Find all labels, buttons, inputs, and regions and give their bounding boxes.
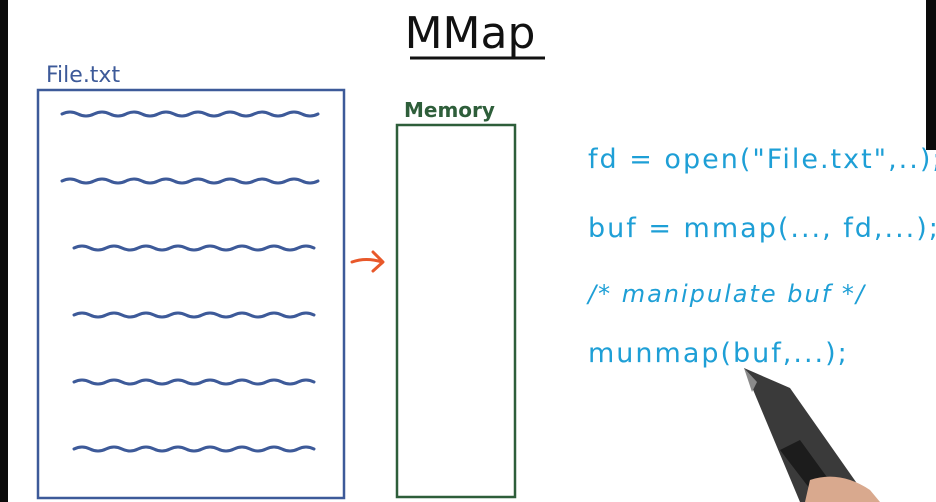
file-content-line xyxy=(72,311,316,319)
code-line-open: fd = open("File.txt",..); xyxy=(588,144,936,175)
file-box xyxy=(36,88,346,500)
code-line-munmap: munmap(buf,...); xyxy=(588,338,849,369)
file-content-line xyxy=(72,378,316,386)
memory-box xyxy=(395,123,517,499)
left-frame-edge xyxy=(0,0,8,502)
page-title: MMap xyxy=(405,8,536,59)
file-content-line xyxy=(60,177,320,185)
file-content-line xyxy=(72,445,316,453)
code-line-comment: /* manipulate buf */ xyxy=(586,280,867,308)
code-line-mmap: buf = mmap(..., fd,...); xyxy=(588,213,936,244)
pen-illustration xyxy=(744,368,880,502)
file-content-line xyxy=(72,244,316,252)
right-frame-edge xyxy=(926,0,936,150)
file-label: File.txt xyxy=(46,63,120,88)
file-content-lines xyxy=(60,110,320,453)
file-content-line xyxy=(60,110,320,118)
memory-label: Memory xyxy=(404,98,495,122)
mapping-arrow xyxy=(350,250,385,273)
